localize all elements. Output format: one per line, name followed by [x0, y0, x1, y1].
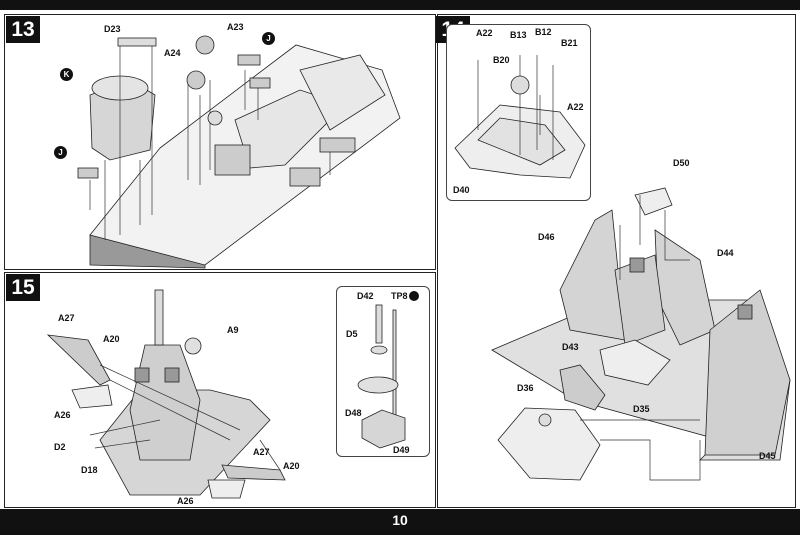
bottom-black-bar	[0, 509, 800, 535]
label-a20-left: A20	[103, 334, 120, 344]
step13-part-j-right2	[249, 77, 271, 89]
label-d36: D36	[517, 383, 534, 393]
step15-a27-right	[221, 464, 286, 481]
label-d50: D50	[673, 158, 690, 168]
step15-d48-platform	[357, 376, 399, 394]
step14-d35-plate	[599, 339, 671, 386]
step15-d5-disc	[370, 345, 388, 355]
step13-part-cluster-a24	[186, 70, 206, 90]
step-13-number: 13	[6, 16, 40, 43]
label-b13: B13	[510, 30, 527, 40]
step14-d40-notch	[477, 117, 566, 166]
label-d49: D49	[393, 445, 410, 455]
step15-tower-mast	[154, 289, 164, 346]
page-number: 10	[392, 512, 408, 528]
label-d44: D44	[717, 248, 734, 258]
label-d18: D18	[81, 465, 98, 475]
step13-part-dish	[207, 110, 223, 126]
step13-part-ladder	[214, 144, 251, 176]
step13-part-j-right	[237, 54, 261, 66]
label-a23: A23	[227, 22, 244, 32]
step14-d36-part	[559, 364, 606, 411]
step13-part-cluster-a23	[195, 35, 215, 55]
step14-lower-sphere	[538, 413, 552, 427]
label-a27-right: A27	[253, 447, 270, 457]
step14-window-left	[629, 257, 645, 273]
step15-d42-mast	[375, 304, 383, 344]
step13-d23-bar	[117, 37, 157, 47]
step15-a9-dome	[184, 337, 202, 355]
step13-part-j-left	[77, 167, 99, 179]
badge-j-left: J	[54, 146, 67, 159]
label-d23: D23	[104, 24, 121, 34]
step15-a27-left	[46, 334, 111, 386]
label-d40: D40	[453, 185, 470, 195]
label-a27-left: A27	[58, 313, 75, 323]
label-tp8: TP8	[391, 290, 419, 302]
label-d42: D42	[357, 291, 374, 301]
label-d2: D2	[54, 442, 66, 452]
step13-part-guns	[319, 137, 356, 153]
label-d45: D45	[759, 451, 776, 461]
step15-tp8-rod	[392, 309, 397, 421]
badge-k: K	[60, 68, 73, 81]
step15-window-right	[164, 367, 180, 383]
step-15-number: 15	[6, 274, 40, 301]
top-black-bar	[0, 0, 800, 10]
step14-d45-wall	[704, 289, 791, 456]
step14-d46-wall	[559, 209, 626, 341]
label-d46: D46	[538, 232, 555, 242]
step13-deck-front	[89, 234, 206, 269]
step15-a26-right	[207, 479, 246, 499]
label-d35: D35	[633, 404, 650, 414]
step13-deck-panel	[299, 54, 386, 131]
step13-part-block	[289, 167, 321, 187]
step15-window-left	[134, 367, 150, 383]
step15-a26-left	[71, 384, 113, 409]
step14-d50-part	[634, 187, 673, 216]
step15-d49-base	[361, 409, 406, 449]
label-b20: B20	[493, 55, 510, 65]
label-a20-right: A20	[283, 461, 300, 471]
label-a9: A9	[227, 325, 239, 335]
label-d5: D5	[346, 329, 358, 339]
hand-icon	[408, 290, 419, 301]
label-b21: B21	[561, 38, 578, 48]
label-a22-top: A22	[476, 28, 493, 38]
label-tp8-text: TP8	[391, 291, 408, 301]
label-b12: B12	[535, 27, 552, 37]
label-d43: D43	[562, 342, 579, 352]
label-a26-left: A26	[54, 410, 71, 420]
step15-tower-main	[129, 344, 201, 461]
label-a26-right: A26	[177, 496, 194, 506]
step14-b20-sphere	[510, 75, 530, 95]
label-d48: D48	[345, 408, 362, 418]
step14-window-right	[737, 304, 753, 320]
badge-j-right: J	[262, 32, 275, 45]
label-a24: A24	[164, 48, 181, 58]
step14-lower-base	[497, 407, 601, 481]
label-a22-right: A22	[567, 102, 584, 112]
